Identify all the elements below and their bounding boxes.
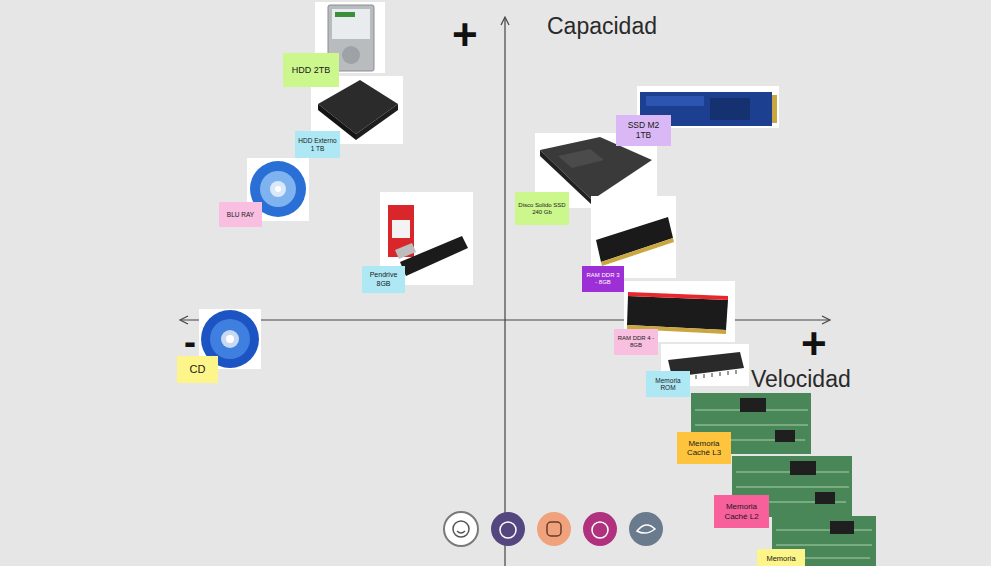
- external-hdd-icon: [356, 104, 398, 140]
- hdd-icon: [342, 46, 360, 64]
- emoji-button: [453, 521, 469, 537]
- avatar-button: [500, 522, 516, 538]
- note-text: Pendrive 8GB: [365, 271, 402, 287]
- circuit-board: [775, 430, 795, 442]
- pendrive-icon: [392, 220, 410, 238]
- note-text: HDD 2TB: [292, 65, 331, 75]
- axis-arrow: [180, 316, 188, 324]
- cd-disc: [210, 319, 250, 359]
- sticky-note: SSD M2 1TB: [616, 115, 671, 146]
- sticky-note: HDD Externo 1 TB: [295, 131, 340, 158]
- ram-icon: [627, 296, 728, 330]
- circuit-board: [740, 398, 766, 412]
- note-text: SSD M2 1TB: [619, 121, 668, 141]
- sticky-note: BLU RAY: [219, 202, 262, 227]
- bluray-disc: [260, 171, 296, 207]
- y-axis: [504, 18, 505, 566]
- axis-sign: -: [184, 330, 196, 354]
- note-text: RAM DDR 4 - 8GB: [617, 335, 655, 349]
- external-hdd-icon: [318, 80, 398, 134]
- note-text: BLU RAY: [227, 211, 254, 218]
- note-text: RAM DDR 3 - 8GB: [585, 272, 621, 286]
- cd-disc: [221, 330, 239, 348]
- cd-disc: [226, 335, 234, 343]
- sticky-note: Memoria ROM: [646, 371, 690, 397]
- sticky-note: HDD 2TB: [283, 53, 339, 87]
- ram-icon: [596, 217, 673, 262]
- note-text: Disco Solido SSD 240 Gb: [518, 202, 566, 216]
- ram-icon: [601, 238, 674, 266]
- emoji-button: [457, 531, 465, 533]
- pendrive-icon: [395, 243, 416, 259]
- avatar-button: [583, 512, 617, 546]
- avatar-button: [592, 522, 608, 538]
- avatar-button: [547, 522, 561, 536]
- sticky-note: RAM DDR 4 - 8GB: [614, 329, 658, 355]
- m2-ssd-icon: [710, 98, 750, 120]
- circuit-board: [815, 492, 835, 504]
- pendrive-icon: [400, 236, 468, 276]
- axis-sign: +: [801, 322, 827, 366]
- m2-ssd-icon: [646, 96, 704, 106]
- note-text: Memoria ROM: [649, 377, 687, 392]
- emoji-button: [444, 512, 478, 546]
- sticky-note: Memoria: [757, 549, 805, 566]
- avatar-button: [491, 512, 525, 546]
- circuit-board: [790, 461, 816, 475]
- axis-title: Velocidad: [751, 368, 851, 391]
- sticky-note: CD: [177, 356, 218, 383]
- sticky-note: Disco Solido SSD 240 Gb: [515, 192, 569, 225]
- sticky-note: Memoria Caché L2: [714, 495, 769, 528]
- bluray-disc: [270, 181, 286, 197]
- avatar-button: [637, 525, 655, 533]
- avatar-button: [537, 512, 571, 546]
- hdd-icon: [332, 9, 370, 39]
- bluray-disc: [275, 186, 281, 192]
- axis-title: Capacidad: [547, 15, 657, 38]
- hdd-icon: [335, 12, 355, 17]
- sticky-note: Pendrive 8GB: [362, 266, 405, 293]
- note-text: HDD Externo 1 TB: [298, 137, 337, 152]
- sticky-note: Memoria Caché L3: [677, 432, 731, 464]
- note-text: Memoria: [766, 555, 795, 564]
- note-text: Memoria Caché L3: [680, 439, 728, 457]
- m2-ssd-icon: [772, 95, 777, 123]
- note-text: Memoria Caché L2: [717, 502, 766, 520]
- ram-icon: [628, 292, 728, 300]
- axis-sign: +: [452, 13, 478, 57]
- sticky-note: RAM DDR 3 - 8GB: [582, 266, 624, 292]
- ssd-icon: [558, 149, 604, 168]
- axis-arrow: [501, 17, 509, 25]
- note-text: CD: [190, 363, 206, 376]
- avatar-button: [629, 512, 663, 546]
- circuit-board: [830, 521, 854, 534]
